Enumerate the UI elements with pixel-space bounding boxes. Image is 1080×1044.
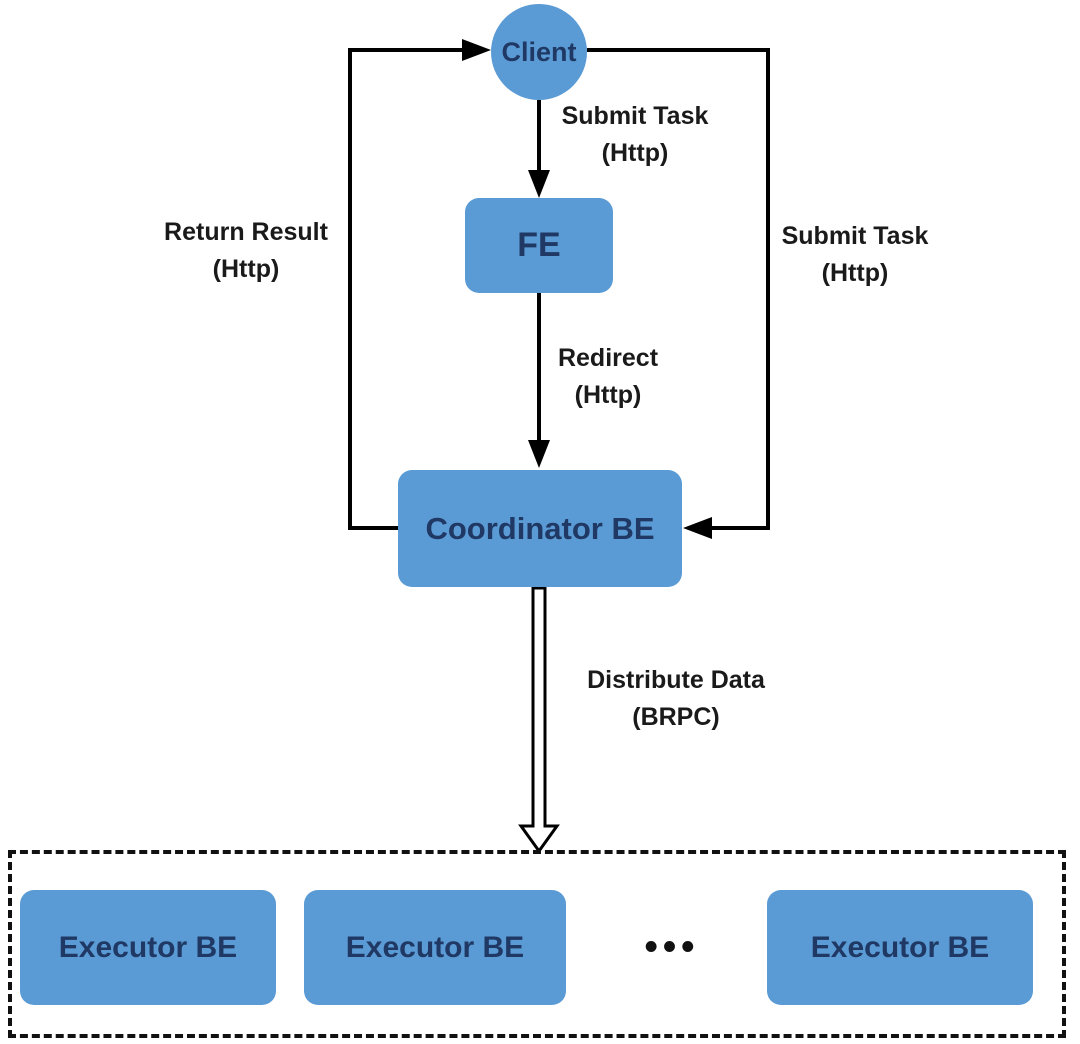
return-result-line2: (Http) — [212, 255, 280, 283]
executor-be-node-3: Executor BE — [767, 890, 1033, 1005]
distribute-data-line1: Distribute Data — [587, 666, 765, 694]
client-node: Client — [491, 4, 587, 100]
redirect-line1: Redirect — [557, 344, 659, 372]
distribute-data-arrow — [518, 586, 560, 854]
submit-task-top-line1: Submit Task — [561, 102, 709, 130]
submit-task-top-label: Submit Task (Http) — [562, 98, 709, 172]
return-result-line1: Return Result — [164, 218, 328, 246]
submit-task-right-line1: Submit Task — [781, 222, 929, 250]
executor-be-node-2: Executor BE — [304, 890, 566, 1005]
executor-be-node-1: Executor BE — [20, 890, 276, 1005]
fe-label: FE — [517, 226, 561, 264]
executor-group-box: Executor BE Executor BE ••• Executor BE — [8, 850, 1066, 1038]
submit-task-right-line2: (Http) — [821, 259, 889, 287]
client-to-fe-arrow — [528, 100, 550, 198]
distribute-data-line2: (BRPC) — [632, 703, 720, 731]
submit-task-top-line2: (Http) — [601, 139, 669, 167]
fe-to-coordinator-arrow — [528, 293, 550, 468]
redirect-line2: (Http) — [574, 381, 642, 409]
return-result-label: Return Result (Http) — [164, 214, 328, 288]
distribute-data-label: Distribute Data (BRPC) — [587, 662, 765, 736]
submit-task-right-arrow — [587, 48, 770, 539]
executor-ellipsis: ••• — [644, 925, 700, 968]
executor-be-label-1: Executor BE — [58, 930, 238, 964]
client-label: Client — [501, 36, 577, 67]
fe-node: FE — [465, 198, 613, 293]
coordinator-be-node: Coordinator BE — [398, 470, 682, 587]
executor-be-label-3: Executor BE — [810, 930, 990, 964]
coordinator-be-label: Coordinator BE — [425, 510, 655, 546]
redirect-label: Redirect (Http) — [558, 340, 658, 414]
return-result-arrow — [348, 39, 491, 530]
submit-task-right-label: Submit Task (Http) — [782, 218, 929, 292]
executor-be-label-2: Executor BE — [345, 930, 525, 964]
